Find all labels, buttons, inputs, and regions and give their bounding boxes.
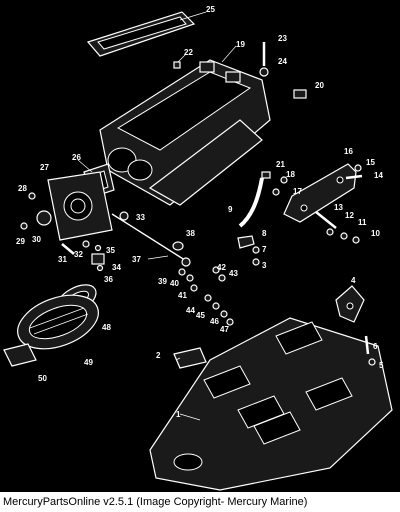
hardware-parts: [20, 42, 376, 366]
label-7: 7: [262, 245, 267, 254]
part-4-bracket: [335, 285, 365, 323]
label-29: 29: [16, 237, 25, 246]
label-2: 2: [156, 351, 161, 360]
part-50-arrestor-gasket: [3, 343, 37, 367]
part-2-gasket: [173, 347, 207, 369]
label-18: 18: [286, 170, 295, 179]
leader-lines: [77, 11, 237, 421]
label-16: 16: [344, 147, 353, 156]
label-39: 39: [158, 277, 167, 286]
label-46: 46: [210, 317, 219, 326]
label-11: 11: [358, 218, 367, 227]
part-25-top-gasket: [86, 11, 196, 57]
part-9-hose: [238, 177, 264, 228]
label-47: 47: [220, 325, 229, 334]
label-1: 1: [176, 410, 181, 419]
label-37: 37: [132, 255, 141, 264]
label-10: 10: [371, 229, 380, 238]
label-48: 48: [102, 323, 111, 332]
label-42: 42: [217, 263, 226, 272]
label-8: 8: [262, 229, 267, 238]
label-28: 28: [18, 184, 27, 193]
label-20: 20: [315, 81, 324, 90]
label-3: 3: [262, 261, 267, 270]
part-27-throttle-body: [47, 171, 113, 241]
label-22: 22: [184, 48, 193, 57]
label-36: 36: [104, 275, 113, 284]
part-8-fitting: [237, 235, 255, 249]
part-16-bracket: [283, 163, 357, 223]
label-32: 32: [74, 250, 83, 259]
label-31: 31: [58, 255, 67, 264]
label-19: 19: [236, 40, 245, 49]
copyright-footer: MercuryPartsOnline v2.5.1 (Image Copyrig…: [0, 492, 400, 512]
label-12: 12: [345, 211, 354, 220]
label-33: 33: [136, 213, 145, 222]
label-49: 49: [84, 358, 93, 367]
part-19-plenum: [99, 59, 271, 206]
part-1-intake-manifold: [149, 317, 393, 491]
label-5: 5: [379, 361, 384, 370]
part-37-linkage: [111, 213, 191, 267]
label-43: 43: [229, 269, 238, 278]
label-4: 4: [351, 276, 356, 285]
label-40: 40: [170, 279, 179, 288]
label-30: 30: [32, 235, 41, 244]
label-15: 15: [366, 158, 375, 167]
label-25: 25: [206, 5, 215, 14]
label-14: 14: [374, 171, 383, 180]
label-45: 45: [196, 311, 205, 320]
label-34: 34: [112, 263, 121, 272]
label-6: 6: [373, 342, 378, 351]
part-number-labels: 1 2 3 4 5 6 7 8 9 10 11 12 13 14 15 16 1…: [16, 5, 384, 419]
label-41: 41: [178, 291, 187, 300]
exploded-parts-diagram: 1 2 3 4 5 6 7 8 9 10 11 12 13 14 15 16 1…: [3, 5, 393, 491]
label-50: 50: [38, 374, 47, 383]
label-24: 24: [278, 57, 287, 66]
label-26: 26: [72, 153, 81, 162]
label-38: 38: [186, 229, 195, 238]
label-44: 44: [186, 306, 195, 315]
label-21: 21: [276, 160, 285, 169]
label-13: 13: [334, 203, 343, 212]
label-27: 27: [40, 163, 49, 172]
label-23: 23: [278, 34, 287, 43]
label-35: 35: [106, 246, 115, 255]
label-9: 9: [228, 205, 233, 214]
label-17: 17: [293, 187, 302, 196]
part-49-flame-arrestor: [17, 294, 99, 350]
